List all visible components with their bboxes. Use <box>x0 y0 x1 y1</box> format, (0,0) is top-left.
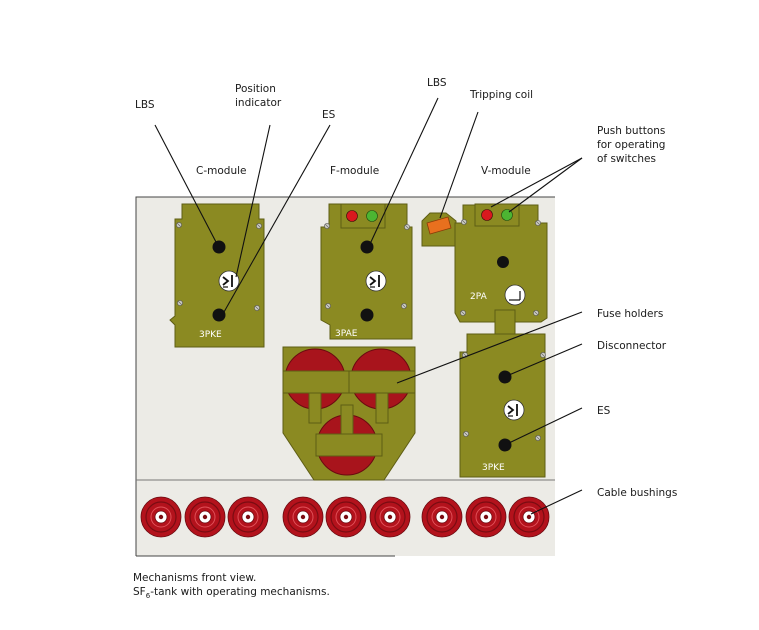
figure-caption: Mechanisms front view. SF6-tank with ope… <box>133 571 330 603</box>
f-position-indicator-icon <box>365 270 387 292</box>
v-module-label: V-module <box>481 165 531 177</box>
f-mechanism-type: 3PAE <box>335 329 358 339</box>
cable-bushing-4 <box>282 496 324 538</box>
c-lbs-shaft <box>212 240 226 254</box>
f-green-button <box>366 210 378 222</box>
caption-line-1: Mechanisms front view. <box>133 572 257 584</box>
caption-rest: -tank with operating mechanisms. <box>150 586 330 598</box>
f-lbs-shaft <box>360 240 374 254</box>
f-red-button <box>346 210 358 222</box>
v-module-bottom-plate: 3PKE <box>459 333 546 478</box>
c-module-plate: 3PKE <box>169 203 265 348</box>
f-module-plate: 3PAE <box>320 203 413 340</box>
cable-bushing-6 <box>369 496 411 538</box>
leader-push-button-green <box>508 157 583 213</box>
v-disconnector-shaft <box>498 370 512 384</box>
leader-c-es <box>223 124 331 313</box>
tripping-coil-icon <box>426 216 452 235</box>
f-module-label: F-module <box>330 165 380 177</box>
cable-bushings <box>140 496 550 538</box>
v-red-button <box>481 209 493 221</box>
position-indicator-label: Position indicator <box>235 83 282 109</box>
c-mechanism-type: 3PKE <box>199 330 222 340</box>
caption-subscript: 6 <box>145 592 151 601</box>
leader-f-lbs <box>369 97 439 245</box>
v-bottom-mechanism-type: 3PKE <box>482 463 505 473</box>
cable-bushing-8 <box>465 496 507 538</box>
cable-bushings-label: Cable bushings <box>597 487 678 499</box>
c-position-indicator-icon <box>218 270 240 292</box>
v-es-shaft <box>498 438 512 452</box>
cable-bushing-7 <box>421 496 463 538</box>
leader-v-es <box>508 407 583 444</box>
f-lbs-label: LBS <box>427 77 447 89</box>
v-position-indicator-icon <box>503 399 525 421</box>
fuse-holder-assembly <box>282 346 416 481</box>
cable-bushing-9 <box>508 496 550 538</box>
v-top-shaft <box>497 256 509 268</box>
v-top-mechanism-type: 2PA <box>470 292 488 302</box>
f-es-shaft <box>360 308 374 322</box>
cable-bushing-1 <box>140 496 182 538</box>
v-green-button <box>501 209 513 221</box>
c-lbs-label: LBS <box>135 99 155 111</box>
cable-bushing-5 <box>325 496 367 538</box>
push-buttons-label: Push buttons for operating of switches <box>597 125 666 165</box>
leader-tripping-coil <box>439 111 479 219</box>
leader-position-indicator <box>235 124 271 278</box>
leader-disconnector <box>508 343 583 376</box>
leader-cable-bushings <box>530 489 583 515</box>
tripping-coil-label: Tripping coil <box>470 89 534 101</box>
fuse-holders-label: Fuse holders <box>597 308 664 320</box>
leader-fuse-holders <box>396 311 583 384</box>
leader-c-lbs <box>154 124 217 243</box>
disconnector-label: Disconnector <box>597 340 667 352</box>
cable-bushing-2 <box>184 496 226 538</box>
v-es-label: ES <box>597 405 611 417</box>
v-top-indicator-icon <box>504 284 526 306</box>
caption-sf: SF <box>133 586 146 598</box>
cable-bushing-3 <box>227 496 269 538</box>
c-es-label: ES <box>322 109 336 121</box>
c-module-label: C-module <box>196 165 247 177</box>
caption-line-2: SF6-tank with operating mechanisms. <box>133 585 330 603</box>
leader-lines <box>154 97 583 515</box>
c-es-shaft <box>212 308 226 322</box>
leader-push-button-red <box>490 157 583 208</box>
